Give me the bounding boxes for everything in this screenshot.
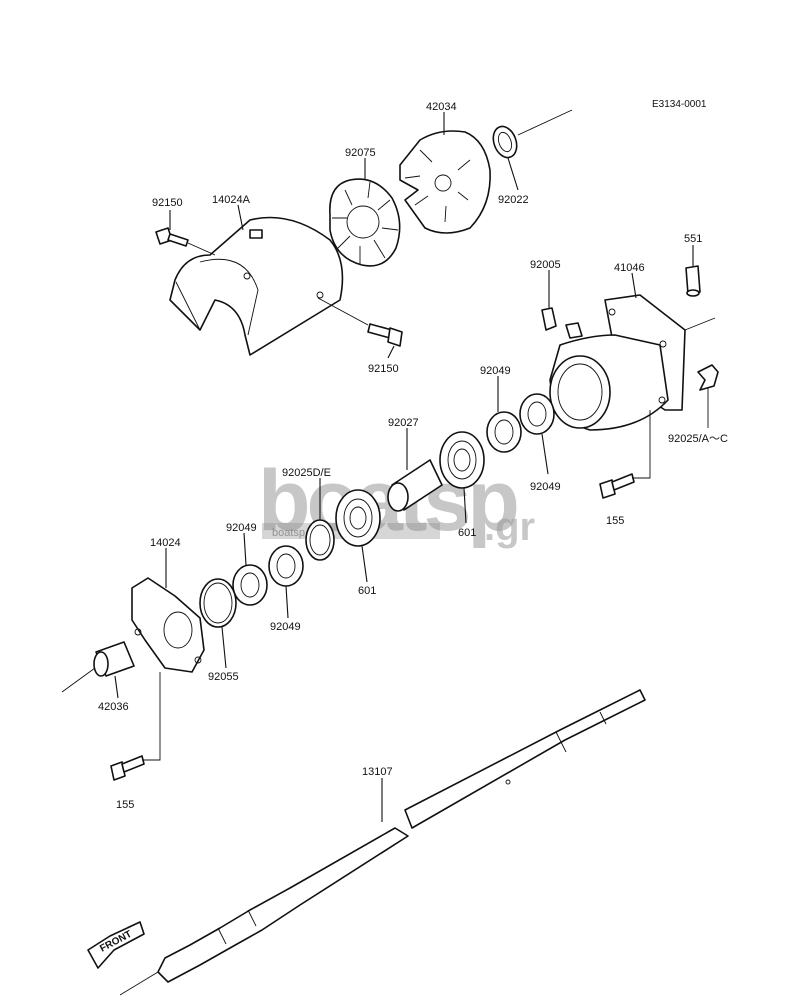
seal-92049-upper: [486, 411, 522, 453]
label-92049-c: 92049: [226, 522, 257, 534]
leader-lines: [114, 112, 694, 822]
coupling-42034: [399, 130, 491, 234]
label-92027: 92027: [388, 417, 419, 429]
label-601-left: 601: [358, 585, 376, 597]
label-13107: 13107: [362, 766, 393, 778]
label-155-right: 155: [606, 515, 624, 527]
label-92150-bottom: 92150: [368, 363, 399, 375]
bearing-601-left: [335, 489, 381, 547]
spacer-92027: [387, 459, 443, 512]
label-92022: 92022: [498, 194, 529, 206]
label-601-right: 601: [458, 527, 476, 539]
front-direction-arrow: FRONT: [87, 921, 145, 969]
label-42034: 42034: [426, 101, 457, 113]
pump-cover-14024A: [169, 216, 344, 356]
seal-92049-left: [232, 564, 268, 606]
bushing-42036: [61, 641, 135, 693]
label-14024A: 14024A: [212, 194, 251, 206]
o-ring-92055: [199, 578, 237, 628]
label-92025DE: 92025D/E: [282, 467, 331, 479]
seal-92049-right: [519, 393, 555, 435]
rubber-damper-92075: [329, 178, 401, 267]
label-92025AC: 92025/A～C: [668, 433, 728, 445]
label-155-left: 155: [116, 799, 134, 811]
bolt-92150-top: [155, 227, 216, 256]
pump-housing-41046: [549, 294, 716, 431]
label-92049-b: 92049: [530, 481, 561, 493]
label-92005: 92005: [530, 259, 561, 271]
label-92049-d: 92049: [270, 621, 301, 633]
label-42036: 42036: [98, 701, 129, 713]
bolt-155-right: [599, 410, 651, 499]
label-41046: 41046: [614, 262, 645, 274]
bearing-601-right: [439, 431, 485, 489]
cap-14024: [131, 577, 205, 673]
shim-92025DE: [305, 519, 335, 561]
drive-shaft-13107: [119, 689, 646, 996]
part-labels: 42034 92075 92022 92150 14024A 92150 551…: [98, 101, 728, 811]
seal-92049-mid: [268, 545, 304, 587]
label-92049-a: 92049: [480, 365, 511, 377]
label-551: 551: [684, 233, 702, 245]
dowel-pin-551: [685, 265, 701, 297]
label-92075: 92075: [345, 147, 376, 159]
washer-92022: [492, 109, 573, 159]
label-92055: 92055: [208, 671, 239, 683]
grease-fitting-92005: [541, 280, 583, 339]
reference-code: E3134-0001: [652, 99, 707, 110]
clip-92025AC: [697, 364, 719, 428]
label-92150-top: 92150: [152, 197, 183, 209]
bolt-155-left: [110, 672, 161, 781]
bolt-92150-bottom: [317, 297, 403, 347]
label-14024: 14024: [150, 537, 181, 549]
watermark-tld: .gr: [484, 505, 535, 549]
